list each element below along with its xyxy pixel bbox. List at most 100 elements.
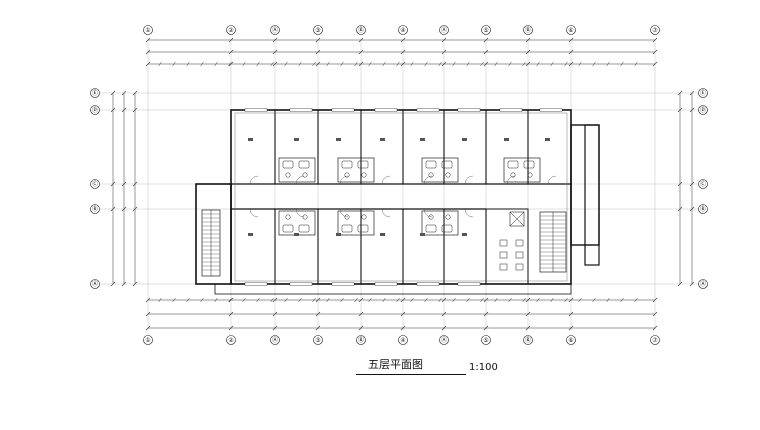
drawing-scale: 1:100: [469, 362, 498, 373]
axis-label: ②: [228, 337, 234, 344]
dimension-tick: [564, 297, 568, 303]
door-swing: [295, 208, 305, 218]
axis-label: Ⓑ: [92, 205, 98, 213]
dimension-tick: [424, 61, 428, 67]
dimension-tick: [494, 297, 498, 303]
toilet: [510, 172, 516, 178]
axis-bubble: [523, 25, 533, 35]
bathroom: [503, 157, 541, 183]
dimension-tick: [270, 297, 274, 303]
dimension-tick: [298, 61, 302, 67]
door-swing: [249, 208, 259, 218]
dimension-tick: [242, 297, 246, 303]
toilet: [344, 172, 350, 178]
sink: [515, 263, 524, 271]
dimension-lines: [110, 37, 695, 331]
room-mark: [504, 138, 509, 141]
axis-bubble: [90, 105, 100, 115]
toilet: [344, 214, 350, 220]
toilet: [361, 172, 367, 178]
axis-bubble: [90, 88, 100, 98]
axis-bubble: [698, 88, 708, 98]
dimension-tick: [340, 61, 344, 67]
dimension-tick: [522, 61, 526, 67]
room-mark: [380, 233, 385, 236]
door-swing: [381, 208, 391, 218]
dimension-tick: [242, 61, 246, 67]
dimension-tick: [620, 61, 624, 67]
dimension-tick: [340, 297, 344, 303]
dimension-tick: [396, 61, 400, 67]
axis-label: ①: [145, 337, 150, 344]
axis-label: Ⓔ: [700, 89, 706, 97]
axis-bubble: [90, 279, 100, 289]
urinal: [499, 239, 508, 247]
bathtub: [523, 160, 535, 169]
axis-bubble: [226, 335, 236, 345]
bathtub: [357, 224, 369, 233]
room-mark: [380, 138, 385, 141]
dimension-tick: [536, 297, 540, 303]
axis-bubble: [481, 25, 491, 35]
bathroom: [278, 210, 316, 236]
door-swing: [295, 175, 305, 185]
axis-bubble: [90, 204, 100, 214]
toilet: [285, 214, 291, 220]
room-mark: [248, 233, 253, 236]
axis-label: Ⓒ: [700, 180, 706, 188]
dimension-tick: [592, 61, 596, 67]
window: [374, 282, 398, 286]
axis-label: ②: [228, 27, 234, 34]
room-mark: [336, 138, 341, 141]
window: [457, 282, 481, 286]
axis-bubble: [650, 335, 660, 345]
room-mark: [420, 233, 425, 236]
axis-label: ⑥: [568, 337, 573, 344]
east-annex-wall: [584, 124, 600, 266]
dimension-tick: [214, 61, 218, 67]
bathtub: [341, 160, 353, 169]
axis-bubble: [481, 335, 491, 345]
axis-bubble: [650, 25, 660, 35]
bathtub: [341, 224, 353, 233]
axis-bubble: [698, 204, 708, 214]
axis-grid-lines: [100, 40, 700, 330]
axis-bubble: [398, 25, 408, 35]
room-mark: [462, 233, 467, 236]
door-swing: [464, 208, 474, 218]
axis-bubble: [143, 25, 153, 35]
room-mark: [294, 138, 299, 141]
door-swing: [381, 175, 391, 185]
bathtub: [441, 160, 453, 169]
urinal: [499, 251, 508, 259]
toilet-core: [485, 208, 529, 285]
dimension-tick: [466, 61, 470, 67]
bathtub: [425, 160, 437, 169]
dimension-tick: [158, 297, 162, 303]
dimension-tick: [410, 61, 414, 67]
axis-label: Ⓐ: [441, 336, 447, 344]
dimension-tick: [214, 297, 218, 303]
axis-bubble: [313, 335, 323, 345]
bathroom: [337, 157, 375, 183]
dimension-tick: [550, 61, 554, 67]
dimension-tick: [494, 61, 498, 67]
door-swing: [339, 175, 349, 185]
window: [499, 108, 523, 112]
door-swing: [423, 208, 433, 218]
dimension-tick: [466, 297, 470, 303]
axis-bubble: [270, 335, 280, 345]
window: [289, 282, 313, 286]
dimension-tick: [396, 297, 400, 303]
axis-bubble: [523, 335, 533, 345]
dimension-tick: [606, 297, 610, 303]
shaft: [509, 211, 525, 227]
dimension-tick: [270, 61, 274, 67]
rooms: [248, 138, 550, 285]
axis-bubble: [439, 335, 449, 345]
toilet: [445, 214, 451, 220]
axis-label: Ⓔ: [92, 89, 98, 97]
dimension-tick: [256, 61, 260, 67]
